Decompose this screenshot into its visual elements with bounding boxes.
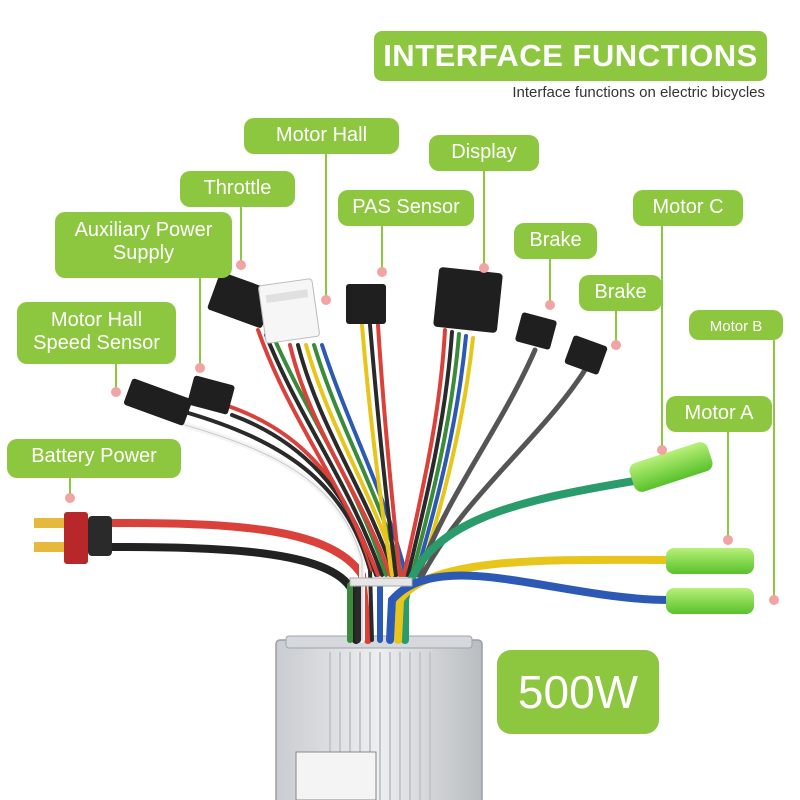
display-wire-1 (402, 328, 447, 577)
throttle-wires-1 (256, 328, 380, 577)
label-motor-c: Motor C (633, 190, 743, 226)
motor-c-terminal (629, 442, 713, 492)
label-pas-sensor: PAS Sensor (338, 190, 474, 226)
brake-1-connector (515, 312, 557, 350)
hall-wire-2 (296, 343, 396, 577)
aux-connector (187, 375, 235, 415)
speed-sensor-connector (123, 378, 193, 426)
label-motor-b: Motor B (689, 310, 783, 340)
motor-a-terminal (666, 548, 754, 574)
label-display: Display (429, 135, 539, 171)
battery-connector (34, 512, 112, 564)
label-auxiliary-power-supply: Auxiliary Power Supply (55, 212, 232, 278)
pointer-dots (65, 260, 779, 605)
label-brake-1: Brake (514, 223, 597, 259)
motor-b-terminal (666, 588, 754, 614)
display-connector (433, 267, 503, 333)
pas-wire-1 (360, 323, 394, 577)
throttle-wires-2 (264, 333, 384, 577)
controller-box (275, 635, 483, 800)
label-motor-a: Motor A (666, 396, 772, 432)
display-wire-3 (410, 332, 461, 577)
battery-black-wire (106, 543, 360, 644)
power-rating-badge: 500W (497, 650, 659, 734)
pas-wire-2 (368, 323, 398, 577)
display-wire-2 (406, 330, 454, 577)
label-battery-power: Battery Power (7, 439, 181, 478)
page-title: INTERFACE FUNCTIONS (374, 31, 767, 81)
display-wire-4 (414, 334, 468, 577)
brake-2-connector (564, 335, 608, 375)
label-brake-2: Brake (579, 275, 662, 311)
wire-bundle (106, 323, 674, 644)
brake-2-wires (417, 367, 588, 583)
page-subtitle: Interface functions on electric bicycles (512, 84, 765, 101)
hall-wire-1 (288, 343, 392, 577)
pointer-lines (69, 150, 775, 600)
motor-hall-connector (258, 278, 320, 344)
brake-1-wires (415, 347, 538, 578)
label-motor-hall: Motor Hall (244, 118, 399, 154)
motor-b-blue-wire (386, 571, 674, 644)
throttle-connector (207, 272, 275, 328)
label-throttle: Throttle (180, 171, 295, 207)
label-motor-hall-speed-sensor: Motor Hall Speed Sensor (17, 302, 176, 364)
battery-red-wire (106, 519, 372, 644)
pas-wire-3 (376, 323, 402, 577)
pas-connector (346, 284, 386, 324)
